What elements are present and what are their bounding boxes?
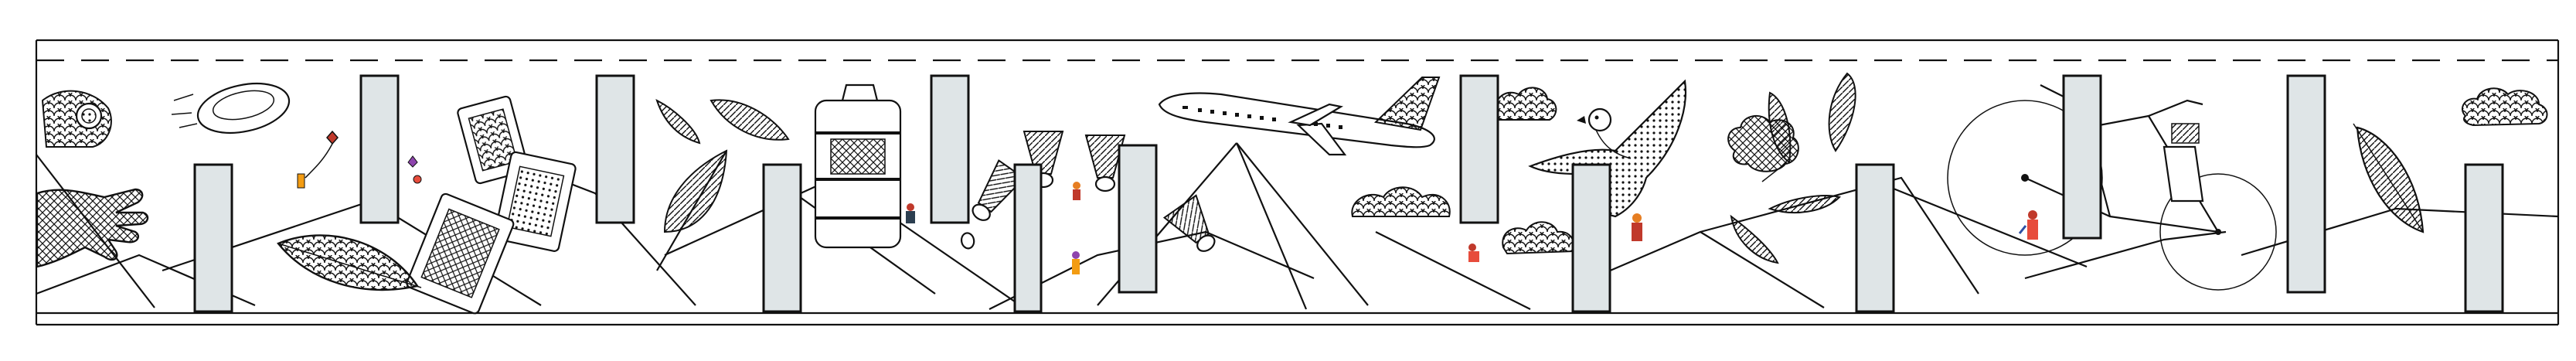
leaf	[277, 234, 422, 291]
hand-mehndi	[36, 188, 149, 268]
figurine	[1073, 182, 1080, 200]
panel-2	[359, 74, 400, 224]
shuttlecocks	[960, 131, 1216, 252]
panel-13	[2464, 163, 2504, 313]
figurine	[2018, 210, 2038, 240]
leaf	[655, 99, 790, 271]
panel-4	[762, 163, 802, 313]
panel-6	[1013, 163, 1043, 313]
cloud	[1351, 186, 1451, 217]
figurine	[906, 203, 915, 223]
figurine	[1632, 213, 1642, 241]
cloud	[1502, 221, 1575, 255]
airplane	[1158, 77, 1441, 156]
panel-12	[2286, 74, 2326, 294]
frisbee	[171, 83, 291, 134]
panel-9	[1571, 163, 1611, 313]
cloud	[1492, 87, 1557, 121]
playing-cards	[406, 95, 577, 315]
figurine	[1468, 244, 1479, 262]
panels	[193, 74, 2504, 313]
panel-5	[930, 74, 970, 224]
cloud	[2462, 87, 2548, 127]
tiffin-carrier	[814, 83, 902, 249]
frame	[35, 39, 2560, 326]
feather	[1730, 72, 2425, 264]
panel-11	[2062, 74, 2102, 240]
panel-7	[1118, 144, 1158, 294]
patterned-clouds	[1351, 87, 2548, 255]
panel-3	[595, 74, 635, 224]
mandala-pattern	[41, 90, 112, 148]
panel-10	[1855, 163, 1895, 313]
panel-1	[193, 163, 233, 313]
kite-figure	[297, 130, 339, 189]
bicycle	[1947, 84, 2277, 291]
figurine	[1072, 251, 1080, 274]
figurines	[906, 182, 2038, 274]
panel-8	[1459, 74, 1499, 224]
